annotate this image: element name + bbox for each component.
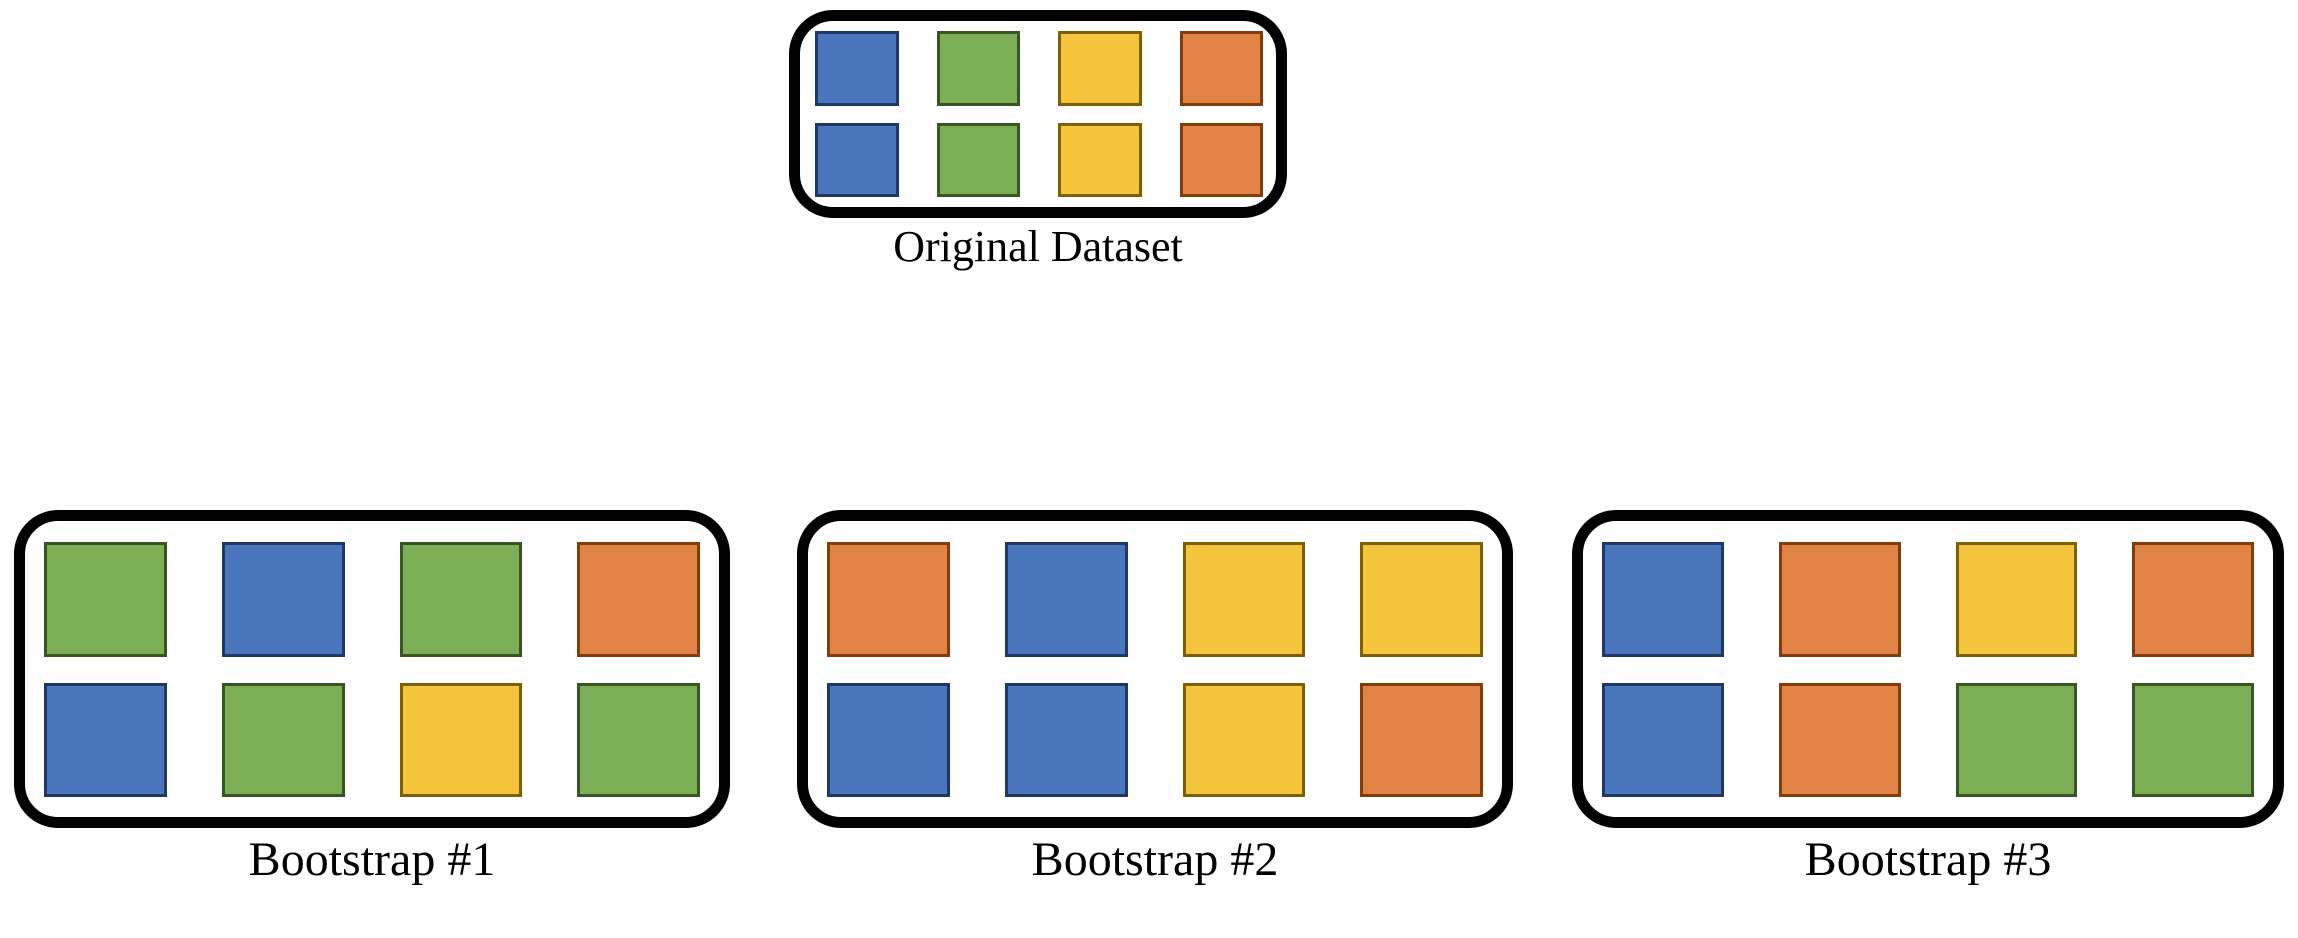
sample-square-orange	[1360, 682, 1483, 797]
bootstrap-2-grid	[827, 542, 1483, 797]
sample-square-green	[221, 682, 345, 797]
sample-square-green	[2132, 682, 2254, 797]
bootstrap-3-grid	[1602, 542, 2254, 797]
sample-square-yellow	[399, 682, 523, 797]
sample-square-orange	[577, 542, 700, 657]
sample-square-orange	[2132, 542, 2254, 657]
sample-square-yellow	[1058, 31, 1142, 106]
sample-square-yellow	[1955, 542, 2078, 657]
original-dataset-grid	[815, 31, 1263, 197]
sample-square-green	[44, 542, 167, 657]
bootstrap-3-label: Bootstrap #3	[1804, 833, 2052, 886]
original-dataset-label: Original Dataset	[893, 222, 1183, 271]
sample-square-blue	[1004, 682, 1128, 797]
sample-square-blue	[221, 542, 345, 657]
sample-square-yellow	[1058, 122, 1142, 197]
sample-square-green	[936, 122, 1020, 197]
sample-square-green	[1955, 682, 2078, 797]
bootstrap-2-label: Bootstrap #2	[1031, 833, 1279, 886]
sample-square-blue	[1602, 682, 1724, 797]
sample-square-blue	[827, 682, 950, 797]
sample-square-blue	[1004, 542, 1128, 657]
sample-square-yellow	[1182, 542, 1306, 657]
sample-square-green	[936, 31, 1020, 106]
sample-square-yellow	[1360, 542, 1483, 657]
sample-square-blue	[1602, 542, 1724, 657]
sample-square-green	[399, 542, 523, 657]
sample-square-orange	[1179, 122, 1263, 197]
sample-square-blue	[44, 682, 167, 797]
sample-square-blue	[815, 122, 899, 197]
sample-square-orange	[827, 542, 950, 657]
sample-square-orange	[1179, 31, 1263, 106]
sample-square-orange	[1778, 542, 1901, 657]
bootstrap-1-label: Bootstrap #1	[248, 833, 496, 886]
sample-square-blue	[815, 31, 899, 106]
sample-square-green	[577, 682, 700, 797]
sample-square-orange	[1778, 682, 1901, 797]
sample-square-yellow	[1182, 682, 1306, 797]
bootstrap-1-grid	[44, 542, 700, 797]
